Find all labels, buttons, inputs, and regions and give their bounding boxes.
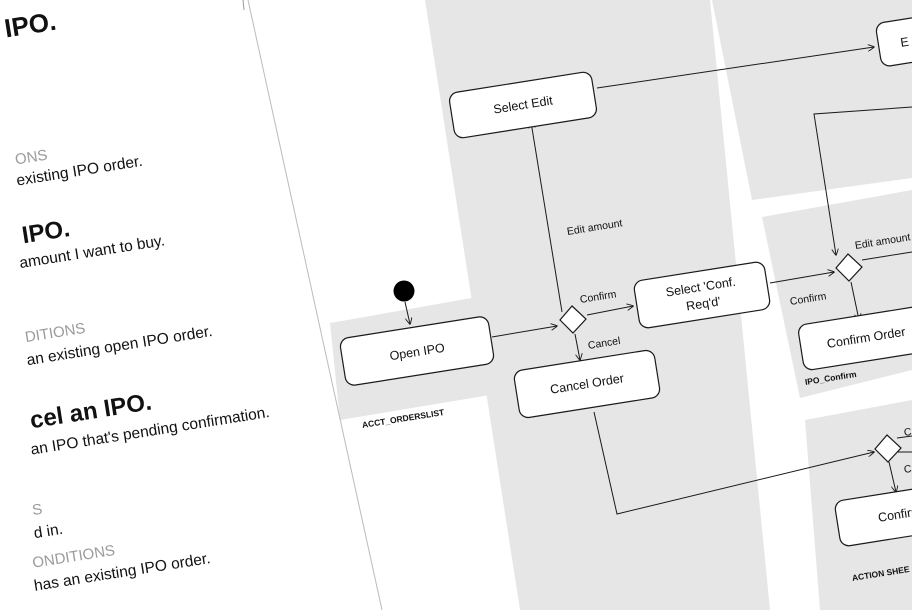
edge-decision2-confirm — [850, 281, 859, 320]
edge-label-c-2: C — [903, 463, 912, 476]
lane-ipo-confirm — [762, 190, 912, 398]
node-select-conf-reqd[interactable]: Select 'Conf. Req'd' — [633, 261, 771, 329]
edge-topright-decision2 — [813, 106, 912, 255]
edge-conf-decision2 — [769, 272, 834, 284]
edge-decision3-out1 — [896, 435, 912, 439]
edge-label-confirm-1: Confirm — [579, 288, 617, 306]
edge-open-decision — [491, 326, 557, 338]
node-cancel-order[interactable]: Cancel Order — [513, 349, 661, 419]
swimlanes — [330, 0, 912, 610]
document-page: IPO. ONS existing IPO order. IPO. amount… — [2, 6, 271, 595]
edge-edit-topright — [596, 47, 874, 89]
page-edge — [242, 0, 245, 11]
doc-heading-2: IPO. — [20, 215, 72, 249]
edge-decision3-confirm — [888, 461, 896, 492]
decision-diamond-2 — [835, 253, 863, 282]
decision-diamond-3 — [874, 434, 902, 463]
svg-text:Confirm: Confirm — [579, 288, 617, 306]
svg-text:C: C — [903, 463, 912, 476]
edge-decision-cancel — [574, 333, 580, 360]
node-confirm-order[interactable]: Confirm Order — [797, 305, 912, 371]
page-divider — [247, 0, 383, 610]
doc-section-label-3: S — [31, 501, 44, 519]
node-confirm-action[interactable]: Confirm — [834, 483, 912, 547]
edge-label-confirm-2: Confirm — [789, 290, 827, 308]
edge-label-cancel: Cancel — [587, 335, 621, 352]
edge-decision-conf — [586, 306, 633, 316]
decision-diamond-1 — [559, 305, 587, 334]
edges — [404, 47, 912, 515]
edge-cancel-decision3 — [593, 411, 874, 515]
svg-text:C: C — [903, 426, 912, 439]
node-label: Confirm — [877, 504, 912, 525]
edge-decision-edit — [531, 122, 563, 313]
node-select-edit[interactable]: Select Edit — [448, 71, 598, 139]
lane-top-right — [712, 0, 912, 200]
node-edit-topright[interactable]: E — [875, 11, 912, 67]
node-label: E — [899, 35, 909, 50]
edge-start-open — [404, 301, 410, 324]
svg-text:Confirm: Confirm — [789, 290, 827, 308]
lane-main — [425, 0, 770, 610]
node-open-ipo[interactable]: Open IPO — [339, 316, 495, 387]
doc-heading-1: IPO. — [2, 6, 58, 44]
node-label-line2: Req'd' — [685, 294, 721, 313]
doc-section-label-2: DITIONS — [24, 320, 87, 346]
svg-text:Cancel: Cancel — [587, 335, 621, 352]
start-node — [393, 280, 415, 302]
doc-section-label-1: ONS — [14, 147, 49, 169]
edge-label-c-1: C — [903, 426, 912, 439]
doc-body-5: d in. — [33, 521, 65, 542]
edge-decision2-out — [861, 251, 912, 261]
